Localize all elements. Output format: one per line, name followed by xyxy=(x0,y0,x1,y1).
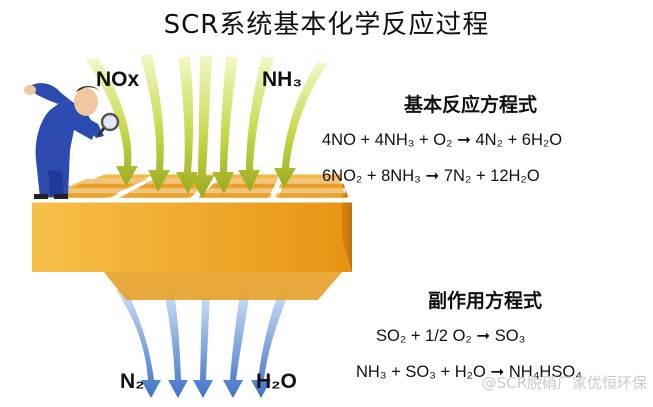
inflow-arrows xyxy=(86,54,328,198)
inflow-arrow xyxy=(176,56,198,194)
side-reactions-heading: 副作用方程式 xyxy=(428,290,543,312)
outflow-arrow xyxy=(116,288,161,398)
main-reactions-heading: 基本反应方程式 xyxy=(404,94,538,116)
inflow-arrow xyxy=(86,58,138,186)
side-equation-1: SO₂ + 1/2 O₂ ➞ SO₃ xyxy=(376,327,526,345)
inflow-arrow xyxy=(238,56,274,192)
side-equation-2: NH₃ + SO₃ + H₂O ➞ NH₄HSO₄ xyxy=(356,363,582,381)
inflow-label-right: NH₃ xyxy=(262,68,303,91)
inflow-arrow xyxy=(140,54,170,192)
main-equation-1: 4NO + 4NH₃ + O₂ ➞ 4N₂ + 6H₂O xyxy=(322,131,563,149)
inflow-label-left: NOx xyxy=(96,68,140,91)
outflow-arrow xyxy=(223,290,250,398)
person-with-magnifier-icon xyxy=(24,83,120,199)
outflow-label-left: N₂ xyxy=(120,370,145,393)
main-equation-2: 6NO₂ + 8NH₃ ➞ 7N₂ + 12H₂O xyxy=(322,167,540,185)
outflow-arrows xyxy=(116,288,290,398)
inflow-arrow xyxy=(190,56,214,198)
outflow-arrow xyxy=(164,290,188,398)
inflow-arrow xyxy=(212,56,238,194)
watermark: @SCR脱硝厂家优恒环保 xyxy=(481,374,647,392)
page-title: SCR系统基本化学反应过程 xyxy=(163,10,490,40)
catalyst-block xyxy=(29,169,355,300)
inflow-arrow xyxy=(274,62,328,188)
outflow-arrow xyxy=(251,288,290,398)
outflow-arrow xyxy=(193,292,213,398)
outflow-label-right: H₂O xyxy=(256,370,297,393)
